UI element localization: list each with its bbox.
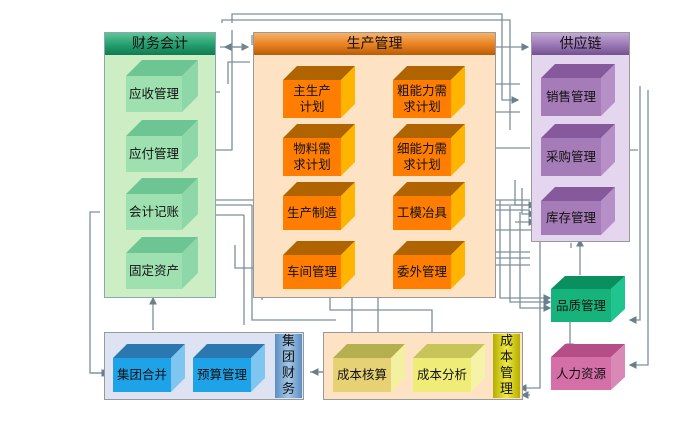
budget-label: 预算管理 <box>193 358 251 392</box>
supply-chain-title: 供应链 <box>532 33 629 55</box>
accounting-box[interactable]: 会计记账 <box>126 178 198 230</box>
cost-title: 成 本 管 理 <box>493 334 520 398</box>
purchasing-label: 采购管理 <box>541 138 601 176</box>
budget-box[interactable]: 预算管理 <box>193 344 265 392</box>
workshop-box[interactable]: 车间管理 <box>283 241 355 289</box>
quality-box[interactable]: 品质管理 <box>551 276 625 322</box>
manufacturing-label: 生产制造 <box>283 196 341 230</box>
inventory-label: 库存管理 <box>541 201 601 235</box>
cost-analysis-label: 成本分析 <box>413 358 471 392</box>
group-consolidation-box[interactable]: 集团合并 <box>113 344 185 392</box>
detailed-capacity-plan-label: 细能力需 求计划 <box>393 138 451 176</box>
hr-label: 人力资源 <box>551 357 611 390</box>
purchasing-box[interactable]: 采购管理 <box>541 124 615 176</box>
manufacturing-box[interactable]: 生产制造 <box>283 182 355 230</box>
quality-label: 品质管理 <box>551 289 611 322</box>
payables-label: 应付管理 <box>126 136 182 172</box>
material-requirements-plan-box[interactable]: 物料需 求计划 <box>283 124 355 176</box>
rough-capacity-plan-box[interactable]: 粗能力需 求计划 <box>393 66 465 118</box>
outsourcing-box[interactable]: 委外管理 <box>393 241 465 289</box>
payables-box[interactable]: 应付管理 <box>126 120 198 172</box>
receivables-box[interactable]: 应收管理 <box>126 60 198 112</box>
group-finance-title: 集 团 财 务 <box>275 334 302 398</box>
tooling-box[interactable]: 工模冶具 <box>393 182 465 230</box>
cost-accounting-label: 成本核算 <box>333 358 391 392</box>
sales-label: 销售管理 <box>541 78 601 116</box>
master-production-plan-box[interactable]: 主生产 计划 <box>283 66 355 118</box>
fixed-assets-box[interactable]: 固定资产 <box>126 237 198 289</box>
group-consolidation-label: 集团合并 <box>113 358 171 392</box>
material-requirements-plan-label: 物料需 求计划 <box>283 138 341 176</box>
production-title: 生产管理 <box>254 33 495 55</box>
inventory-box[interactable]: 库存管理 <box>541 187 615 235</box>
master-production-plan-label: 主生产 计划 <box>283 80 341 118</box>
finance-title: 财务会计 <box>105 33 215 55</box>
tooling-label: 工模冶具 <box>393 196 451 230</box>
workshop-label: 车间管理 <box>283 255 341 289</box>
detailed-capacity-plan-box[interactable]: 细能力需 求计划 <box>393 124 465 176</box>
hr-box[interactable]: 人力资源 <box>551 344 625 390</box>
cost-analysis-box[interactable]: 成本分析 <box>413 344 485 392</box>
sales-box[interactable]: 销售管理 <box>541 64 615 116</box>
rough-capacity-plan-label: 粗能力需 求计划 <box>393 80 451 118</box>
outsourcing-label: 委外管理 <box>393 255 451 289</box>
fixed-assets-label: 固定资产 <box>126 253 182 289</box>
receivables-label: 应收管理 <box>126 76 182 112</box>
accounting-label: 会计记账 <box>126 194 182 230</box>
cost-accounting-box[interactable]: 成本核算 <box>333 344 405 392</box>
